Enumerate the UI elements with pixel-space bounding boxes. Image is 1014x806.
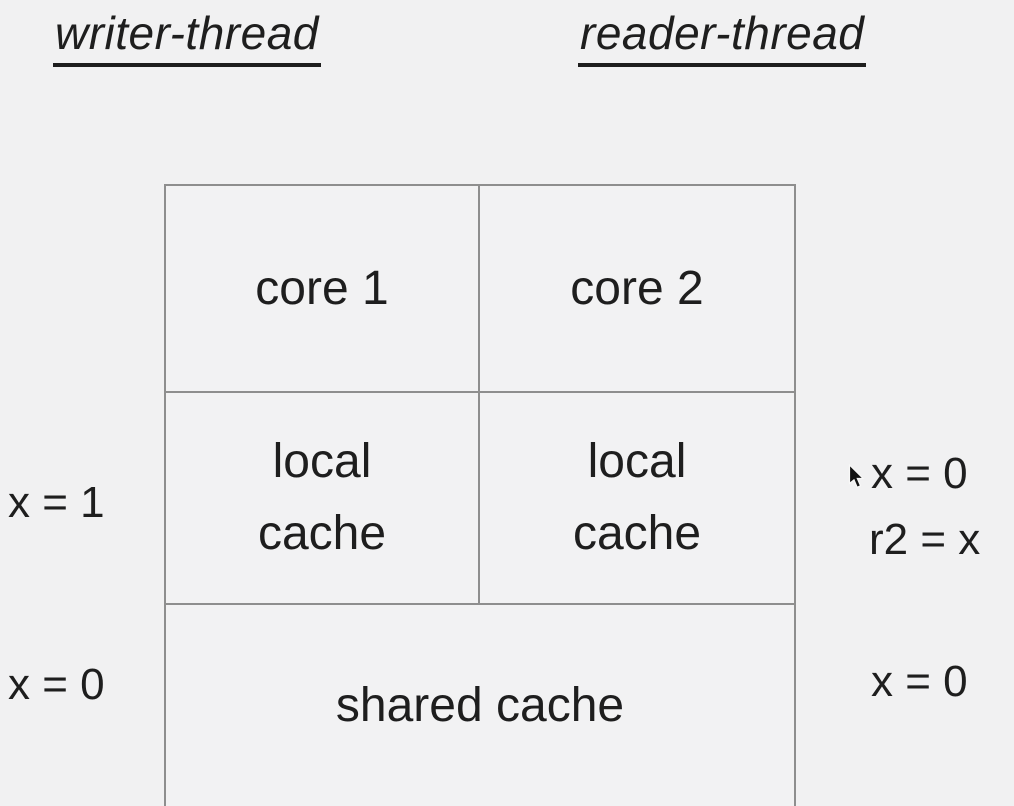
- cell-local-cache-left: local cache: [166, 393, 480, 605]
- cell-core-2: core 2: [480, 186, 794, 393]
- cpu-cache-diagram: core 1 core 2 local cache local cache sh…: [164, 184, 796, 806]
- core-2-label: core 2: [570, 261, 704, 315]
- core-1-label: core 1: [255, 261, 389, 315]
- reader-shared-value: x = 0: [871, 657, 968, 706]
- shared-cache-label: shared cache: [335, 678, 625, 732]
- cell-local-cache-right: local cache: [480, 393, 794, 605]
- local-cache-right-label: local cache: [572, 435, 702, 560]
- cell-shared-cache: shared cache: [166, 605, 794, 806]
- writer-thread-label: writer-thread: [53, 6, 321, 67]
- reader-thread-label: reader-thread: [578, 6, 867, 67]
- mouse-cursor-icon: [848, 464, 865, 489]
- reader-local-read: r2 = x: [869, 515, 981, 564]
- writer-shared-value: x = 0: [8, 660, 105, 709]
- local-cache-left-label: local cache: [257, 435, 387, 560]
- cell-core-1: core 1: [166, 186, 480, 393]
- reader-thread-title: reader-thread: [578, 6, 867, 67]
- reader-local-value: x = 0: [871, 449, 968, 498]
- writer-local-value: x = 1: [8, 478, 105, 527]
- writer-thread-title: writer-thread: [53, 6, 321, 67]
